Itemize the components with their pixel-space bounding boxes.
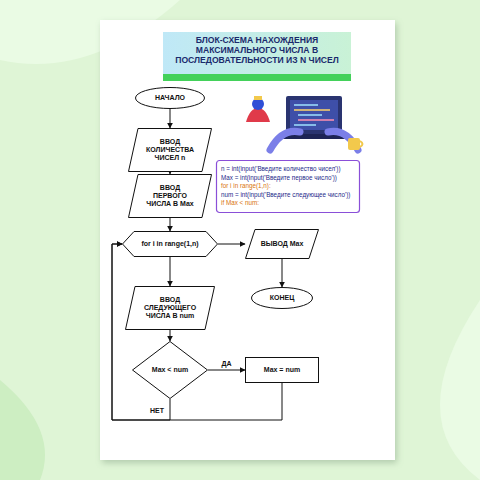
flow-arrow (218, 244, 245, 245)
node-content: for i in range(1,n) (122, 231, 218, 257)
flow-arrow (112, 244, 170, 420)
node-label: НАЧАЛО (155, 94, 185, 102)
title-band (163, 32, 351, 76)
node-label: for i in range(1,n) (141, 240, 198, 248)
flow-arrow (112, 244, 282, 420)
node-label: ВВОД СЛЕДУЮЩЕГО ЧИСЛА В num (139, 296, 201, 320)
title-band-stripe (163, 74, 351, 81)
paper-sheet (100, 20, 395, 460)
terminal-oval: НАЧАЛО (135, 87, 205, 109)
code-box: n = int(input('Введите количество чисел'… (216, 160, 360, 213)
ground-shape (440, 300, 480, 480)
input-box: ВВОД СЛЕДУЮЩЕГО ЧИСЛА В num (125, 286, 215, 330)
ground-shape (0, 380, 45, 480)
code-line: n = int(input('Введите количество чисел'… (221, 165, 341, 174)
flow-arrow (170, 172, 171, 174)
input-box: ВВОД КОЛИЧЕСТВА ЧИСЕЛ n (128, 128, 212, 172)
node-label: КОНЕЦ (270, 294, 295, 302)
decision-diamond: Max < num (132, 341, 208, 399)
node-content: ВЫВОД Max (245, 229, 319, 259)
edge-label: ДА (220, 360, 232, 367)
flow-arrow (282, 259, 283, 287)
node-content: Max = num (245, 357, 319, 383)
node-content: ВВОД ПЕРВОГО ЧИСЛА В Max (128, 174, 212, 218)
code-line: Max = int(input('Введите первое число')) (221, 174, 337, 183)
process-box: Max = num (245, 357, 319, 383)
edge-label: НЕТ (149, 407, 165, 414)
node-label: ВВОД КОЛИЧЕСТВА ЧИСЕЛ n (142, 138, 198, 162)
code-line: num = int(input('Введите следующее число… (221, 191, 350, 200)
input-box: ВВОД ПЕРВОГО ЧИСЛА В Max (128, 174, 212, 218)
node-content: n = int(input('Введите количество чисел'… (216, 160, 360, 213)
node-label: Max = num (264, 366, 300, 374)
node-label: ВЫВОД Max (261, 240, 304, 248)
flow-arrow (170, 257, 171, 286)
laptop-illustration (246, 96, 363, 150)
output-box: ВЫВОД Max (245, 229, 319, 259)
node-content: НАЧАЛО (135, 87, 205, 109)
flow-arrow (170, 109, 171, 128)
code-line: if Max < num: (221, 199, 259, 208)
node-label: Max < num (152, 366, 188, 374)
flow-arrow (170, 330, 171, 341)
node-content: ВВОД КОЛИЧЕСТВА ЧИСЕЛ n (128, 128, 212, 172)
node-content: Max < num (132, 341, 208, 399)
diagram-title: БЛОК-СХЕМА НАХОЖДЕНИЯ МАКСИМАЛЬНОГО ЧИСЛ… (168, 36, 346, 66)
loop-hexagon: for i in range(1,n) (122, 231, 218, 257)
terminal-oval: КОНЕЦ (251, 287, 313, 309)
node-label: ВВОД ПЕРВОГО ЧИСЛА В Max (142, 184, 198, 208)
node-content: КОНЕЦ (251, 287, 313, 309)
flow-arrow (208, 370, 245, 371)
node-content: ВВОД СЛЕДУЮЩЕГО ЧИСЛА В num (125, 286, 215, 330)
code-line: for i in range(1,n): (221, 182, 271, 191)
flow-arrow (170, 218, 171, 231)
